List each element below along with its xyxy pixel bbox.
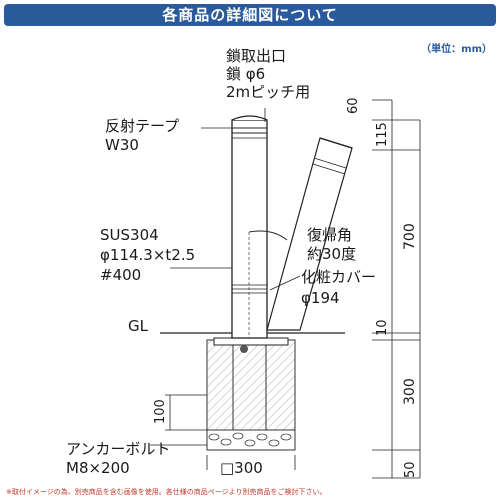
reflective-tape-label: 反射テープ [105, 117, 179, 135]
dim-100: 100 [153, 399, 168, 424]
dim-300: 300 [402, 378, 418, 405]
dim-10: 10 [375, 319, 390, 336]
return-angle-arc [248, 230, 288, 241]
cover-size: φ194 [301, 289, 340, 307]
gravel-layer [206, 429, 296, 451]
gl-label: GL [128, 317, 149, 335]
pipe-size-label: φ114.3×t2.5 [100, 246, 195, 264]
chain-outlet-line2: 鎖 φ6 [226, 65, 265, 83]
material-label: SUS304 [100, 226, 159, 244]
dim-50: 50 [403, 461, 418, 478]
finish-label: #400 [100, 266, 141, 284]
anchor-bolt-size: M8×200 [66, 459, 130, 477]
reflective-tape-width: W30 [105, 136, 139, 154]
base-size-label: □300 [220, 459, 263, 477]
anchor-bolt-label: アンカーボルト [66, 440, 170, 458]
chain-outlet-line3: 2mピッチ用 [226, 83, 310, 101]
unit-note: （単位：mm） [421, 44, 492, 55]
dim-60: 60 [346, 97, 361, 114]
dim-700: 700 [402, 223, 418, 250]
bollard-post [231, 115, 268, 339]
page-title: 各商品の詳細図について [4, 4, 496, 26]
cosmetic-cover [213, 337, 289, 346]
chain-outlet-line1: 鎖取出口 [226, 47, 286, 65]
dimension-lines [165, 99, 421, 479]
footnote: ※取付イメージの為、別売商品を含む画像を使用。各仕様の商品ページより別売商品をご… [6, 488, 327, 496]
tilted-post [266, 137, 353, 331]
return-angle-label: 復帰角 [307, 226, 352, 244]
cover-label: 化粧カバー [301, 268, 376, 286]
return-angle-value: 約30度 [307, 245, 356, 263]
dim-115: 115 [375, 122, 390, 147]
